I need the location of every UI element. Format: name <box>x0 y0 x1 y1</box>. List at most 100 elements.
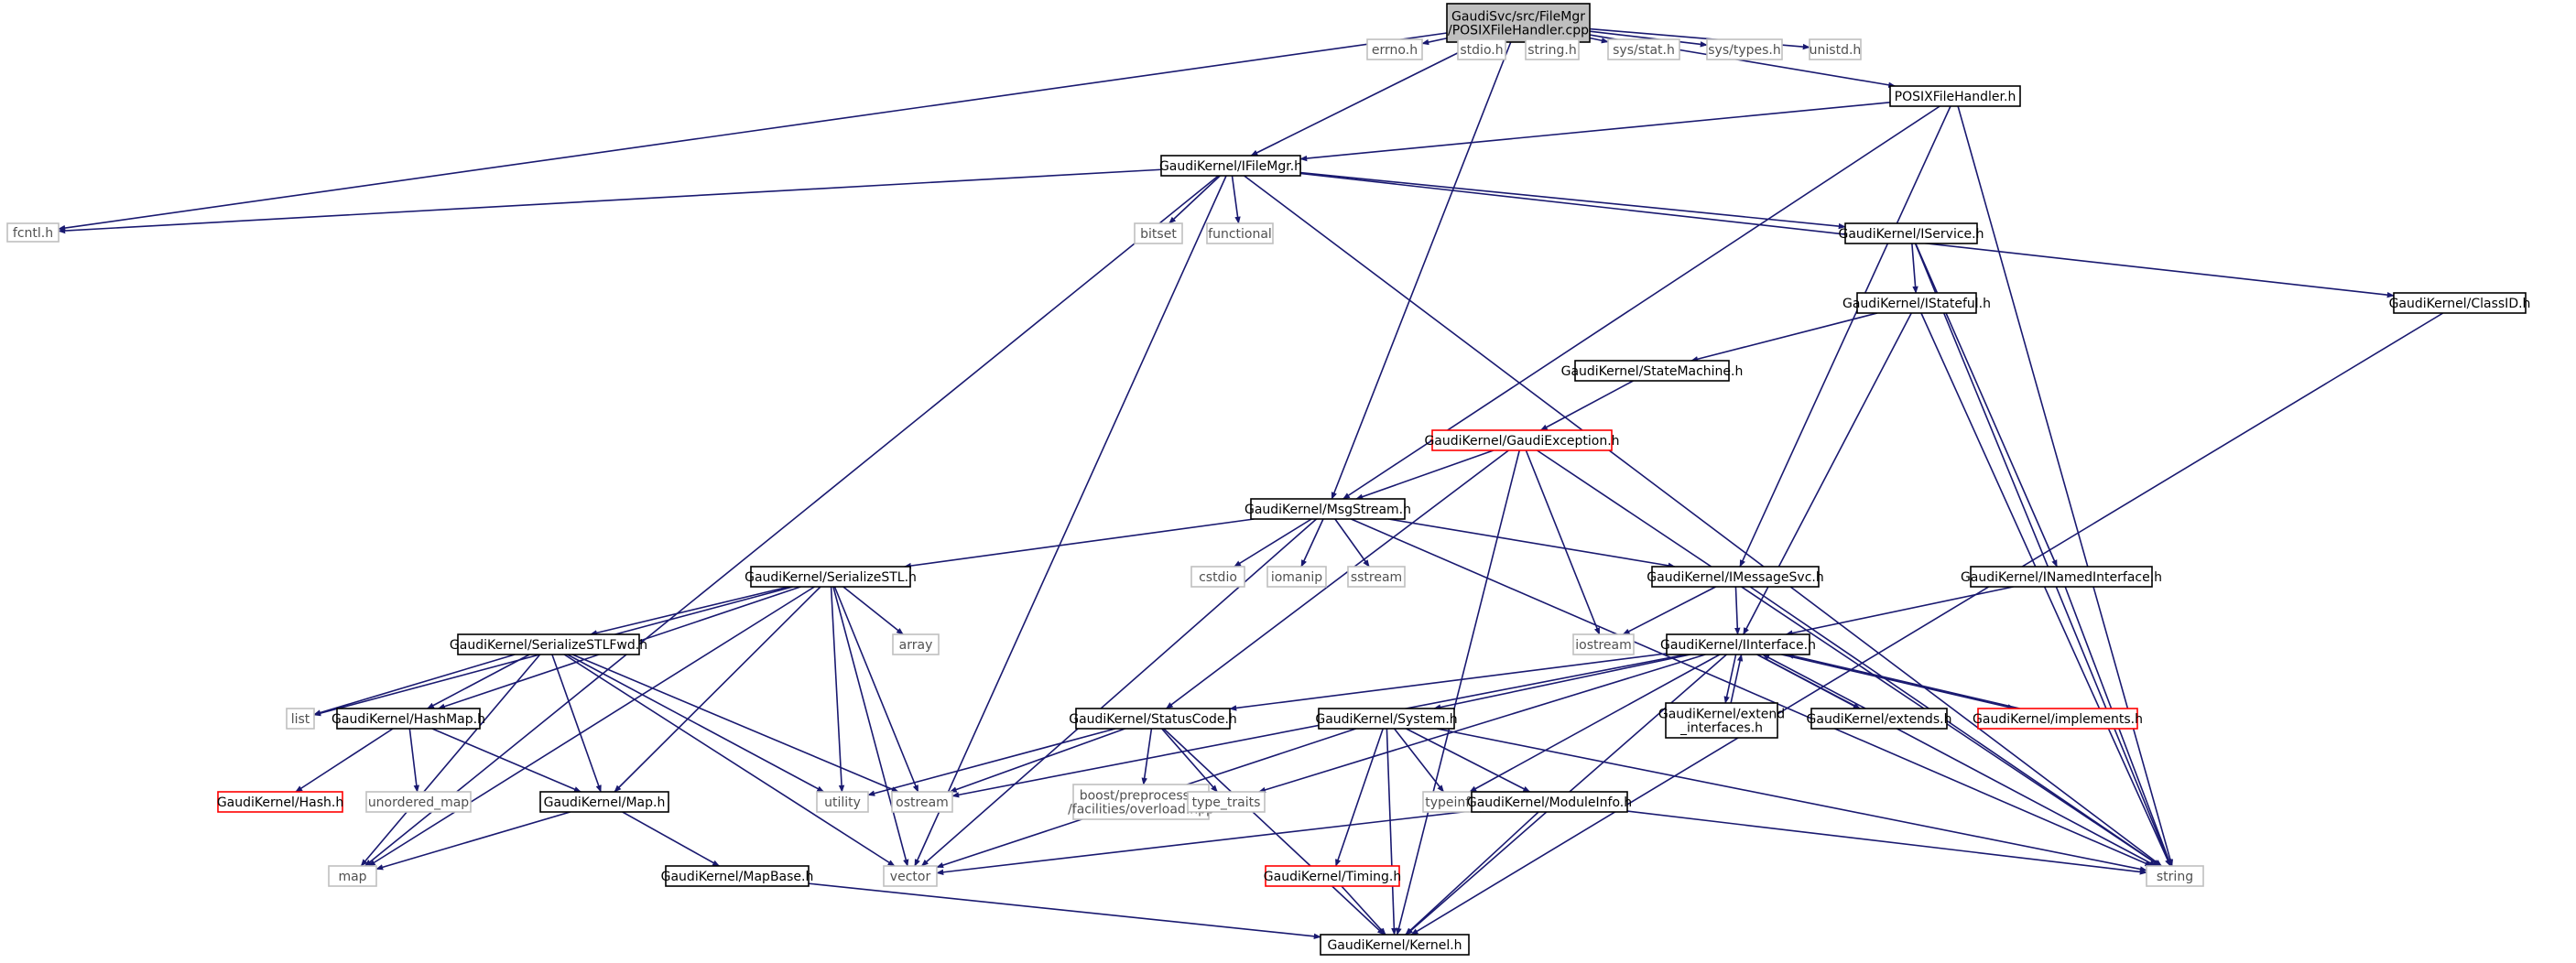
node-kernel[interactable]: GaudiKernel/Kernel.h <box>1320 934 1470 956</box>
node-label: bitset <box>1140 227 1177 242</box>
node-map[interactable]: map <box>328 865 377 887</box>
node-iservice[interactable]: GaudiKernel/IService.h <box>1839 222 1984 244</box>
node-label: ostream <box>896 795 949 810</box>
node-unorderedmap[interactable]: unordered_map <box>365 791 472 813</box>
node-mapbase[interactable]: GaudiKernel/MapBase.h <box>661 865 814 887</box>
node-iostream[interactable]: iostream <box>1572 633 1635 655</box>
node-serializestlfwd[interactable]: GaudiKernel/SerializeSTLFwd.h <box>450 633 647 655</box>
node-cstdio[interactable]: cstdio <box>1190 566 1245 588</box>
edge-inamedinterface-to-iinterface <box>1785 586 2014 636</box>
edge-iinterface-to-typeinfo <box>1469 654 1721 793</box>
edge-istateful-to-iinterface <box>1743 312 1912 635</box>
edge-iservice-to-inamedinterface <box>1915 243 2058 568</box>
node-box <box>1318 708 1455 730</box>
node-array[interactable]: array <box>892 633 940 655</box>
node-box <box>2393 292 2527 314</box>
node-ostream[interactable]: ostream <box>891 791 953 813</box>
node-typetraits[interactable]: type_traits <box>1187 791 1266 813</box>
node-errno[interactable]: errno.h <box>1366 38 1423 60</box>
node-label: type_traits <box>1192 795 1261 810</box>
node-box <box>457 633 640 655</box>
node-box <box>1320 934 1470 956</box>
node-label: GaudiKernel/extend <box>1658 708 1785 722</box>
node-box <box>883 865 938 887</box>
node-box <box>1607 38 1680 60</box>
node-vector[interactable]: vector <box>883 865 938 887</box>
edge-gaudiexception-to-kernel <box>1396 449 1521 936</box>
node-classid[interactable]: GaudiKernel/ClassID.h <box>2389 292 2531 314</box>
node-implements[interactable]: GaudiKernel/implements.h <box>1973 708 2143 730</box>
node-list[interactable]: list <box>286 708 315 730</box>
node-box <box>1574 360 1730 382</box>
node-timing[interactable]: GaudiKernel/Timing.h <box>1264 865 1401 887</box>
node-root[interactable]: GaudiSvc/src/FileMgr/POSIXFileHandler.cp… <box>1446 3 1591 43</box>
node-stdio[interactable]: stdio.h <box>1457 38 1506 60</box>
node-inamedinterface[interactable]: GaudiKernel/INamedInterface.h <box>1961 566 2162 588</box>
node-box <box>1366 38 1423 60</box>
node-systypes[interactable]: sys/types.h <box>1706 38 1783 60</box>
node-bitset[interactable]: bitset <box>1134 222 1183 244</box>
node-box <box>1525 38 1580 60</box>
node-label: GaudiKernel/StatusCode.h <box>1069 712 1237 727</box>
node-moduleinfo[interactable]: GaudiKernel/ModuleInfo.h <box>1467 791 1632 813</box>
edge-serializestl-to-ostream <box>833 586 919 793</box>
node-hashmap[interactable]: GaudiKernel/HashMap.h <box>332 708 485 730</box>
node-functional[interactable]: functional <box>1206 222 1274 244</box>
node-box <box>1572 633 1635 655</box>
edge-timing-to-kernel <box>1341 885 1386 936</box>
edge-root-to-msgstream <box>1331 41 1512 500</box>
node-utility[interactable]: utility <box>816 791 869 813</box>
node-box <box>1665 702 1778 739</box>
node-stringh[interactable]: string.h <box>1525 38 1580 60</box>
edge-serializestlfwd-to-utility <box>567 654 825 793</box>
node-label: sys/types.h <box>1708 43 1780 58</box>
node-imessagesvc[interactable]: GaudiKernel/IMessageSvc.h <box>1647 566 1824 588</box>
node-box <box>1977 708 2138 730</box>
node-posixh[interactable]: POSIXFileHandler.h <box>1889 85 2021 107</box>
node-box <box>750 566 911 588</box>
node-boostpp[interactable]: boost/preprocessor/facilities/overload.h… <box>1068 784 1214 820</box>
edge-iinterface-to-implements <box>1781 654 2016 710</box>
node-label: sys/stat.h <box>1613 43 1675 58</box>
node-iomanip[interactable]: iomanip <box>1266 566 1327 588</box>
node-label: GaudiKernel/Kernel.h <box>1327 938 1462 953</box>
node-box <box>2146 865 2204 887</box>
node-extendif[interactable]: GaudiKernel/extend_interfaces.h <box>1658 702 1785 739</box>
node-box <box>6 222 60 243</box>
edge-imessagesvc-to-iostream <box>1622 586 1716 635</box>
node-hash[interactable]: GaudiKernel/Hash.h <box>217 791 343 813</box>
edge-iinterface-to-typetraits <box>1257 654 1706 793</box>
edge-moduleinfo-to-vector <box>936 810 1473 875</box>
node-label: list <box>291 712 310 727</box>
node-msgstream[interactable]: GaudiKernel/MsgStream.h <box>1245 498 1411 520</box>
node-gaudiexception[interactable]: GaudiKernel/GaudiException.h <box>1424 429 1620 451</box>
node-sstream[interactable]: sstream <box>1347 566 1406 588</box>
node-iinterface[interactable]: GaudiKernel/IInterface.h <box>1660 633 1816 655</box>
edge-root-to-sysstat <box>1589 37 1609 44</box>
node-label: /POSIXFileHandler.cpp <box>1448 24 1589 38</box>
node-system[interactable]: GaudiKernel/System.h <box>1315 708 1458 730</box>
node-extends[interactable]: GaudiKernel/extends.h <box>1807 708 1952 730</box>
node-ifilemgr[interactable]: GaudiKernel/IFileMgr.h <box>1159 155 1302 177</box>
node-box <box>891 791 953 813</box>
edge-gaudiexception-to-msgstream <box>1355 449 1495 500</box>
node-sysstat[interactable]: sys/stat.h <box>1607 38 1680 60</box>
node-statemachine[interactable]: GaudiKernel/StateMachine.h <box>1561 360 1744 382</box>
edge-msgstream-to-iomanip <box>1300 518 1324 568</box>
node-label: sstream <box>1351 570 1402 585</box>
node-box <box>1265 865 1400 887</box>
node-label: GaudiKernel/SerializeSTLFwd.h <box>450 638 647 653</box>
node-serializestl[interactable]: GaudiKernel/SerializeSTL.h <box>745 566 917 588</box>
edge-serializestlfwd-to-hashmap <box>427 654 530 709</box>
edge-serializestlfwd-to-vector <box>563 654 896 867</box>
edge-statuscode-to-boostpp <box>1141 728 1153 785</box>
node-string[interactable]: string <box>2146 865 2204 887</box>
node-unistd[interactable]: unistd.h <box>1809 38 1862 60</box>
node-statuscode[interactable]: GaudiKernel/StatusCode.h <box>1069 708 1237 730</box>
edge-extendif-to-iinterface <box>1730 654 1744 704</box>
node-istateful[interactable]: GaudiKernel/IStateful.h <box>1842 292 1991 314</box>
edge-root-to-ifilemgr <box>1250 41 1481 157</box>
node-maph[interactable]: GaudiKernel/Map.h <box>539 791 669 813</box>
node-label: GaudiKernel/INamedInterface.h <box>1961 570 2162 585</box>
node-fcntl[interactable]: fcntl.h <box>6 222 60 243</box>
